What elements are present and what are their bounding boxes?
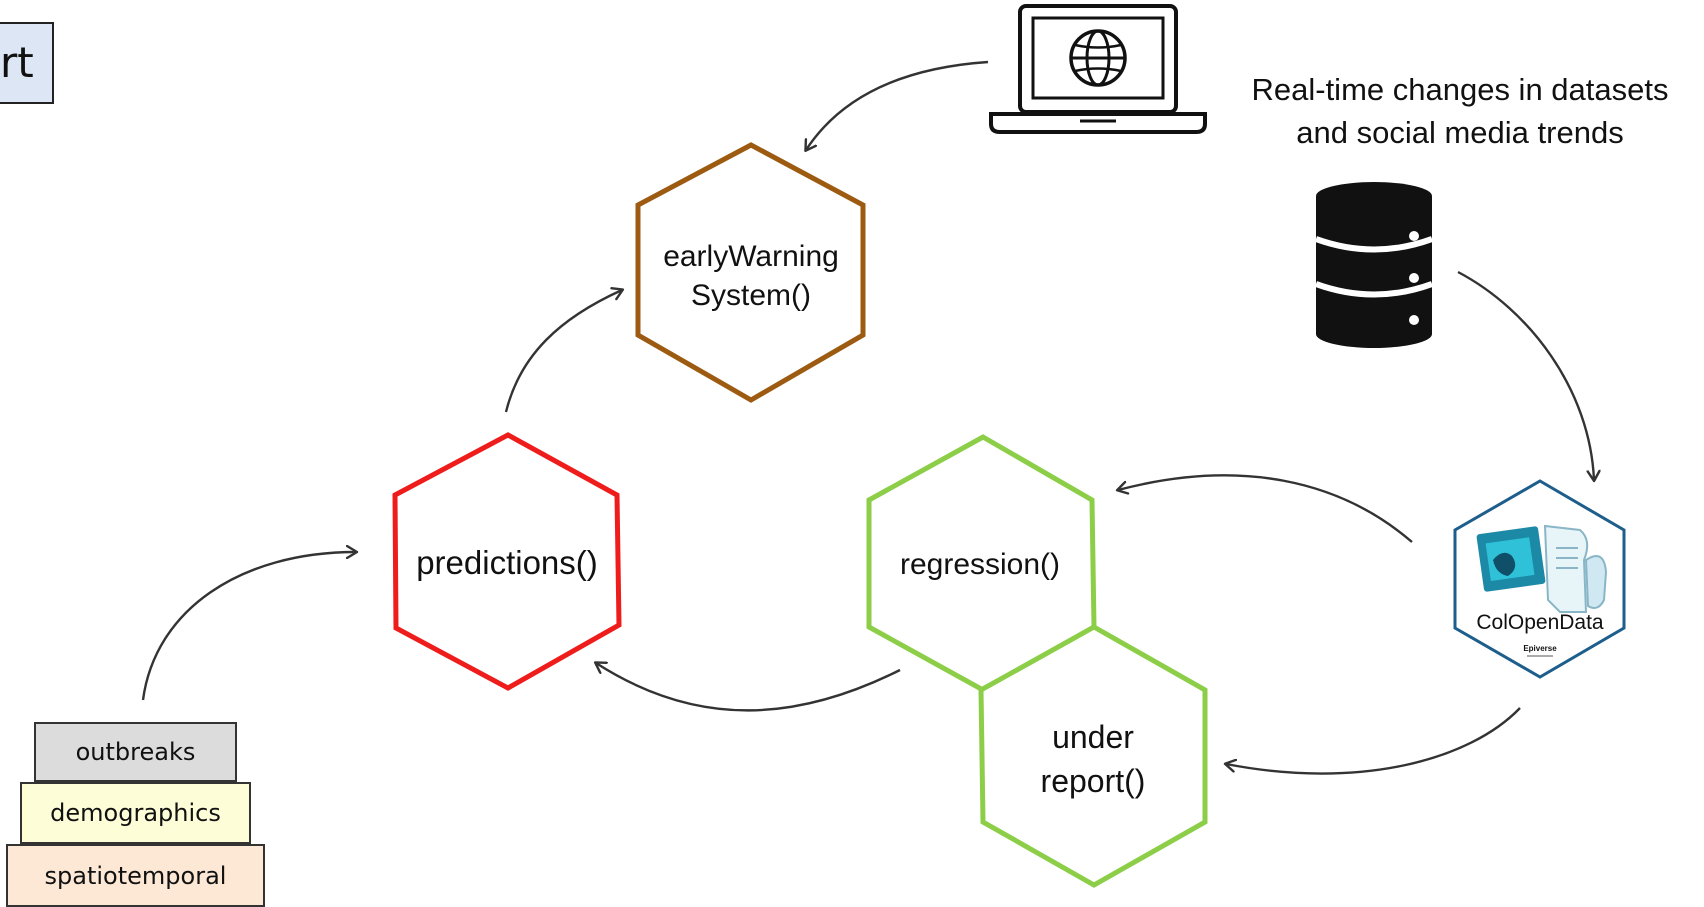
top-left-box: rt (0, 22, 54, 104)
arrow-colopendata-to-regression (1118, 474, 1413, 543)
top-left-box-text: rt (0, 38, 34, 87)
laptop-globe-icon (989, 4, 1207, 134)
under-report-label-line2: report() (1041, 763, 1146, 799)
stack-label-outbreaks: outbreaks (75, 738, 196, 766)
under-report-node: under report() (978, 624, 1208, 888)
predictions-hexagon (392, 432, 622, 691)
arrow-regression-to-predictions (596, 663, 901, 712)
under-report-label-line1: under (1052, 719, 1134, 755)
stack-item-spatiotemporal: spatiotemporal (6, 844, 265, 907)
caption-line-1: Real-time changes in datasets (1251, 72, 1669, 107)
early-warning-hexagon (635, 142, 866, 403)
arrow-stack-to-predictions (141, 552, 356, 701)
arrow-laptop-to-earlywarning (806, 60, 989, 150)
predictions-node: predictions() (392, 432, 622, 691)
under-report-hexagon (978, 624, 1208, 888)
stack-label-demographics: demographics (50, 799, 221, 827)
arrow-colopendata-to-underreport (1226, 707, 1521, 775)
arrow-database-to-colopendata (1457, 270, 1594, 480)
regression-label: regression() (900, 548, 1060, 581)
stack-label-spatiotemporal: spatiotemporal (44, 861, 227, 890)
database-icon (1314, 182, 1434, 348)
early-warning-node: earlyWarning System() (635, 142, 866, 403)
early-warning-label-line2: System() (691, 279, 811, 312)
colopendata-sub: Epiverse (1523, 644, 1557, 653)
arrow-predictions-to-earlywarning (504, 290, 622, 413)
stack-item-demographics: demographics (20, 782, 251, 844)
predictions-label: predictions() (416, 544, 598, 581)
regression-node: regression() (866, 434, 1097, 693)
stack-item-outbreaks: outbreaks (34, 722, 237, 782)
early-warning-label-line1: earlyWarning (663, 240, 839, 273)
caption-line-2: and social media trends (1296, 115, 1624, 150)
realtime-caption: Real-time changes in datasets and social… (1215, 68, 1704, 154)
colopendata-name: ColOpenData (1476, 611, 1604, 634)
colopendata-logo: ColOpenData Epiverse (1453, 479, 1626, 679)
